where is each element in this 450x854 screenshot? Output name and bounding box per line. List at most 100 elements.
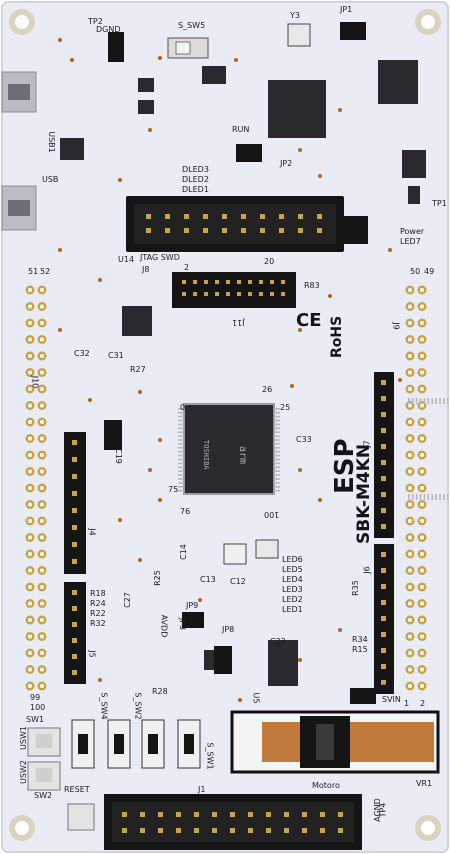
pin-75-label: 75 (168, 485, 179, 494)
dgnd-label: DGND (96, 25, 121, 34)
c14-label: C14 (178, 544, 188, 560)
sw1-label: SW1 (26, 715, 45, 724)
usw2-label: USW2 (18, 760, 28, 784)
c12-label: C12 (230, 577, 246, 586)
led3-label: LED3 (282, 585, 303, 594)
mounting-holes (9, 9, 441, 841)
pin-2b-label: 2 (420, 699, 426, 708)
led2-label: LED2 (282, 595, 303, 604)
jp7-label: JP7 (382, 683, 395, 692)
r28-label: R28 (152, 687, 168, 696)
pin-25-label: 25 (280, 403, 291, 412)
c13-label: C13 (200, 575, 216, 584)
j10-label: J10 (30, 375, 40, 389)
ce-mark: CE (296, 310, 322, 331)
r27-label: R27 (130, 365, 146, 374)
r24-label: R24 (90, 599, 106, 608)
j5-label: J5 (87, 650, 97, 658)
led1-label: LED1 (282, 605, 303, 614)
s-sw5-label: S_SW5 (178, 21, 206, 30)
usb-connectors (1, 71, 37, 231)
tp2-label: TP2 (88, 17, 103, 26)
jp2-label: JP2 (280, 159, 293, 168)
led4-label: LED4 (282, 575, 303, 584)
motoro-label: Motoro (312, 781, 340, 790)
s-sw4-label: S_SW4 (99, 692, 109, 720)
jp1-label: JP1 (340, 5, 353, 14)
j11-label: J11 (232, 318, 245, 327)
c32-label: C32 (74, 349, 90, 358)
tp1-label: TP1 (432, 199, 447, 208)
j8-label: J8 (142, 265, 150, 274)
reset-label: RESET (64, 785, 90, 794)
power-label: Power (400, 227, 425, 236)
vr1-label: VR1 (416, 779, 433, 788)
black-headers (64, 372, 394, 694)
avdd-label: AVDD (159, 614, 169, 638)
j6-label: J6 (362, 566, 372, 574)
pin-50-label: 50 (410, 267, 421, 276)
pin-26-label: 26 (262, 385, 273, 394)
pin-2-label: 2 (184, 263, 190, 272)
pin-100b-label: 100 (264, 510, 280, 519)
jtag-swd-label: JTAG SWD (140, 253, 180, 262)
r22-label: R22 (90, 609, 106, 618)
right-pad-row (405, 285, 427, 691)
led6-label: LED6 (282, 555, 303, 564)
r18-label: R18 (90, 589, 106, 598)
svin-label: SVIN (382, 695, 401, 704)
j1-label: J1 (198, 785, 206, 794)
r15-label: R15 (352, 645, 368, 654)
usw1-label: USW1 (18, 726, 28, 750)
s-sw1-label: S_SW1 (205, 742, 215, 770)
top-ics (60, 23, 426, 178)
c23-label: C23 (270, 637, 286, 646)
led5-label: LED5 (282, 565, 303, 574)
j11-header (172, 272, 296, 308)
pin-52-label: 52 (40, 267, 51, 276)
bottom-switches (27, 719, 201, 831)
dled1-label: DLED1 (182, 185, 209, 194)
rohs-mark: RoHS (329, 315, 345, 358)
pin-100-label: 100 (30, 703, 46, 712)
c33-label: C33 (296, 435, 312, 444)
left-pad-row (25, 285, 47, 691)
usb1-label: USB1 (46, 131, 56, 153)
pin-51-label: 51 (28, 267, 39, 276)
pin-1-label: 1 (404, 699, 410, 708)
pin-76-label: 76 (180, 507, 191, 516)
c31-label: C31 (108, 351, 124, 360)
u5-label: U5 (251, 692, 261, 704)
u14-label: U14 (118, 255, 135, 264)
j4-label: J4 (87, 528, 97, 536)
r25-label: R25 (152, 570, 162, 586)
y3-label: Y3 (290, 11, 300, 20)
jp3-label: JP3 (178, 617, 188, 631)
c27-label: C27 (122, 592, 132, 608)
r83-label: R83 (304, 281, 320, 290)
pin-20-label: 20 (264, 257, 275, 266)
s-sw2-label: S_SW2 (133, 692, 143, 720)
mcu-arch-text: arm (237, 446, 248, 465)
jp9-label: JP9 (186, 601, 199, 610)
small-ics (122, 186, 420, 686)
pin-0-label: 0 (180, 403, 186, 412)
r35-label: R35 (350, 580, 360, 596)
board-name: SBK-M4KN (354, 443, 374, 544)
jumpers (104, 22, 376, 704)
tp4-label: TP4 (378, 802, 388, 818)
pin-99-label: 99 (30, 693, 41, 702)
mcu-brand-text: TOSHIBA (202, 440, 210, 470)
c19-label: C19 (113, 448, 123, 464)
led7-label: LED7 (400, 237, 421, 246)
jp8-label: JP8 (222, 625, 235, 634)
dled3-label: DLED3 (182, 165, 209, 174)
sw2-label: SW2 (34, 791, 53, 800)
mcu-chip (183, 403, 275, 495)
run-label: RUN (232, 125, 250, 134)
r32-label: R32 (90, 619, 106, 628)
j9-label: J9 (391, 322, 401, 330)
r34-label: R34 (352, 635, 368, 644)
usb-label: USB (42, 175, 59, 184)
